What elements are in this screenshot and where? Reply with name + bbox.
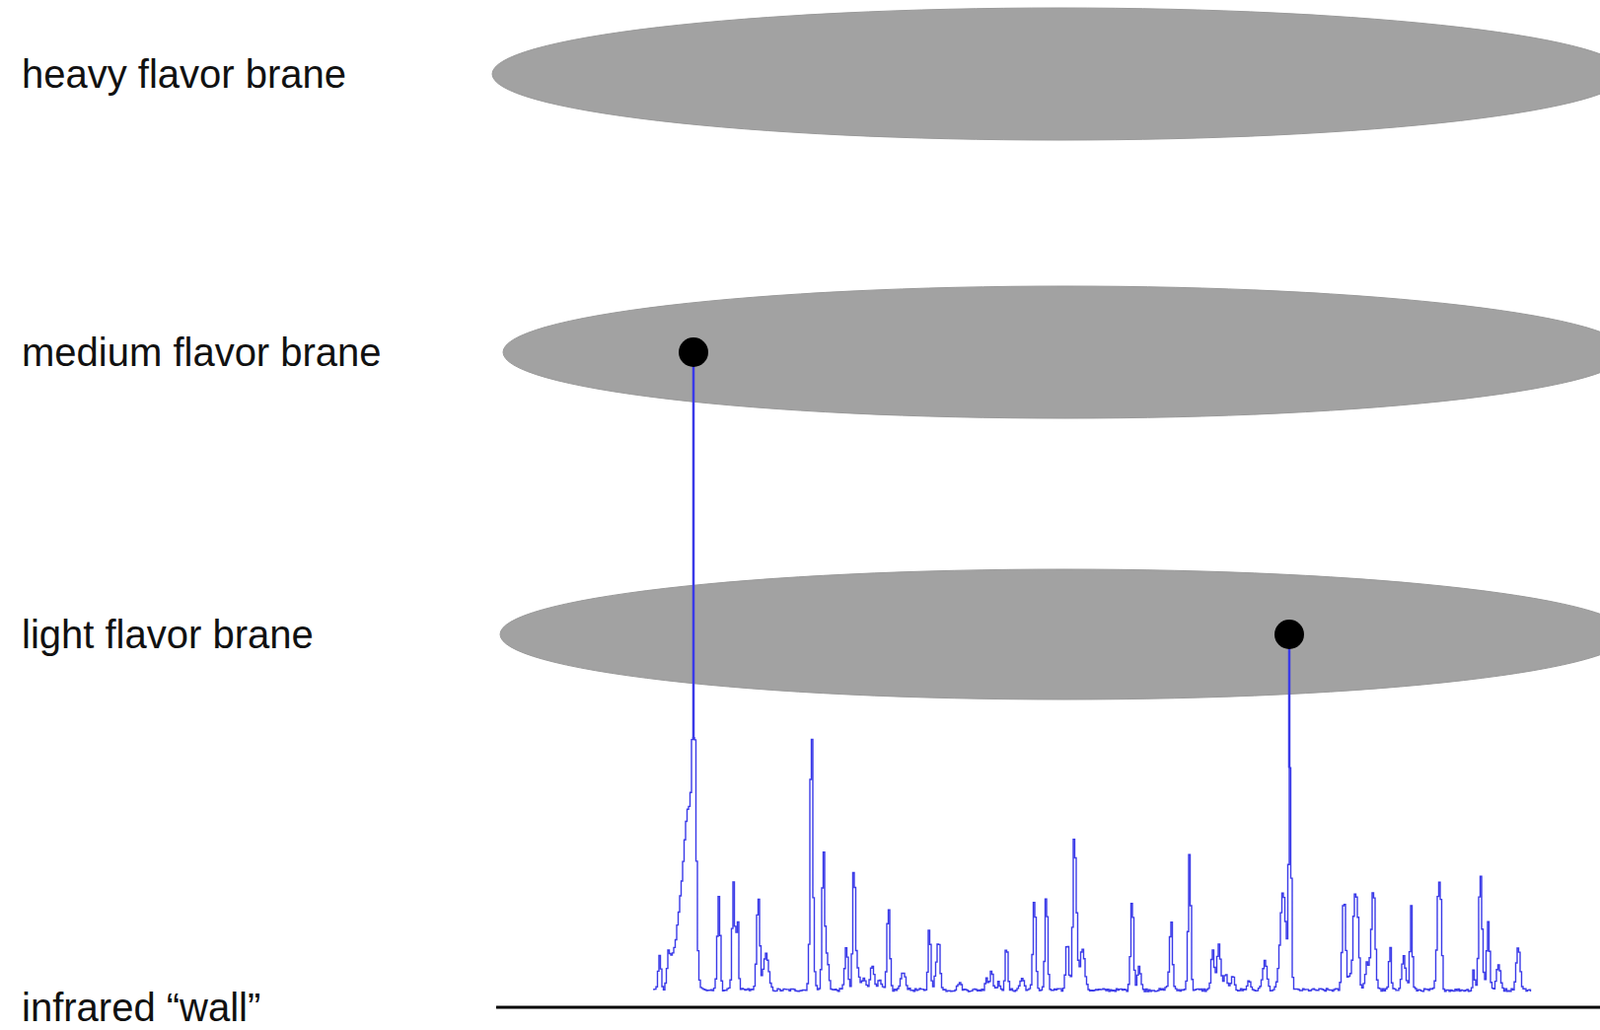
string-endpoint xyxy=(1274,619,1305,650)
infrared-wall xyxy=(496,1006,1600,1010)
string-line xyxy=(692,352,696,740)
flavor-brane: heavy flavor brane xyxy=(0,4,1600,144)
string-line xyxy=(1288,634,1292,768)
brane-surface xyxy=(492,7,1600,141)
brane-surface xyxy=(500,569,1600,700)
string-endpoint xyxy=(678,337,709,367)
flavor-brane: light flavor brane xyxy=(0,565,1600,704)
brane-surface xyxy=(503,286,1600,419)
brane-ellipse xyxy=(501,283,1600,422)
brane-label: medium flavor brane xyxy=(21,332,382,372)
brane-ellipse xyxy=(498,565,1600,704)
wall-label: infrared “wall” xyxy=(21,987,261,1027)
spectrum-trace xyxy=(653,737,1531,992)
brane-label: heavy flavor brane xyxy=(21,54,347,94)
brane-ellipse xyxy=(490,4,1600,144)
brane-label: light flavor brane xyxy=(21,614,314,655)
flavor-brane: medium flavor brane xyxy=(0,283,1600,422)
